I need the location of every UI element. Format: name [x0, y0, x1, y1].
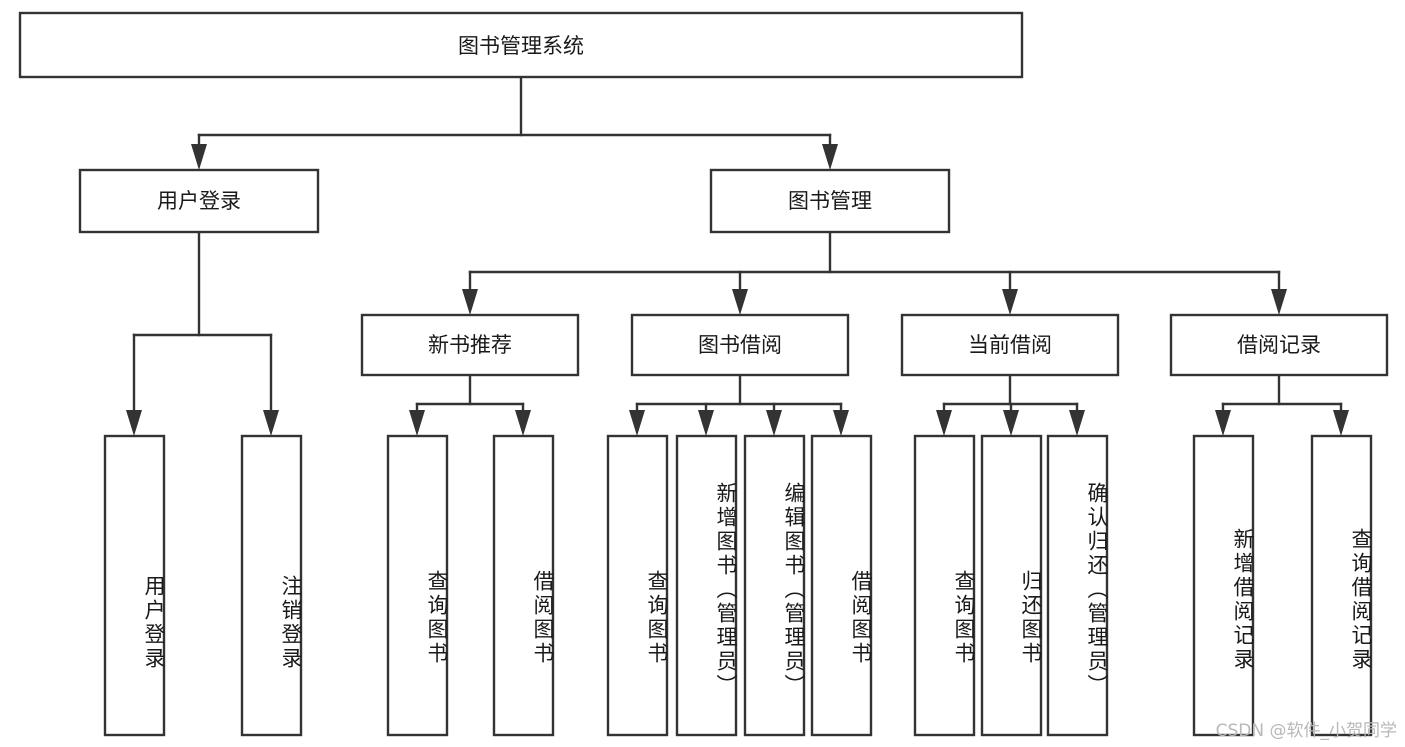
node-box — [1169, 313, 1389, 377]
arrow-userlogin-leaf2 — [263, 410, 279, 436]
leaf-box-confirm-return[interactable] — [1046, 434, 1109, 737]
leaf-box-logout[interactable] — [240, 434, 303, 737]
arrow-borrow-leaf2 — [698, 410, 714, 436]
arrow-current-leaf2 — [1003, 410, 1019, 436]
leaf-boxes-layer — [103, 434, 1373, 737]
leaf-box-borrow-book-1[interactable] — [492, 434, 555, 737]
leaf-box-return-book[interactable] — [980, 434, 1043, 737]
node-box — [360, 313, 580, 377]
arrow-root-to-user-login — [191, 144, 207, 170]
arrow-bookmgmt-l3-3 — [1002, 289, 1018, 315]
edges-layer — [126, 75, 1349, 436]
arrow-current-leaf3 — [1069, 410, 1085, 436]
leaf-box-add-record[interactable] — [1192, 434, 1255, 737]
node-label: 图书管理系统 — [458, 34, 584, 58]
node-box — [900, 313, 1120, 377]
node-label: 用户登录 — [157, 189, 241, 213]
arrow-userlogin-leaf1 — [126, 410, 142, 436]
leaf-box-add-book[interactable] — [675, 434, 738, 737]
leaf-box-query-record[interactable] — [1310, 434, 1373, 737]
node-box — [630, 313, 850, 377]
node-user-login[interactable]: 用户登录 — [78, 168, 320, 234]
node-box — [709, 168, 951, 234]
node-book-management[interactable]: 图书管理 — [709, 168, 951, 234]
arrow-bookmgmt-l3-2 — [732, 289, 748, 315]
node-current-borrow[interactable]: 当前借阅 — [900, 313, 1120, 377]
arrow-borrow-leaf4 — [833, 410, 849, 436]
arrow-borrow-leaf1 — [629, 410, 645, 436]
node-borrow-record[interactable]: 借阅记录 — [1169, 313, 1389, 377]
node-book-borrow[interactable]: 图书借阅 — [630, 313, 850, 377]
csdn-watermark: CSDN @软件_小贺同学 — [1215, 721, 1397, 741]
node-new-book-recommend[interactable]: 新书推荐 — [360, 313, 580, 377]
node-label: 图书管理 — [788, 189, 872, 213]
arrow-recommend-leaf2 — [515, 410, 531, 436]
node-book-management-system[interactable]: 图书管理系统 — [18, 11, 1024, 79]
leaf-box-edit-book[interactable] — [743, 434, 806, 737]
arrow-current-leaf1 — [936, 410, 952, 436]
node-label: 当前借阅 — [968, 333, 1052, 357]
node-box — [18, 11, 1024, 79]
leaf-box-borrow-book-2[interactable] — [810, 434, 873, 737]
arrow-bookmgmt-l3-4 — [1271, 289, 1287, 315]
arrow-root-to-book-mgmt — [822, 144, 838, 170]
arrow-record-leaf2 — [1333, 410, 1349, 436]
leaf-box-user-login[interactable] — [103, 434, 166, 737]
node-label: 新书推荐 — [428, 333, 512, 357]
node-box — [78, 168, 320, 234]
leaf-box-query-book-2[interactable] — [606, 434, 669, 737]
arrow-bookmgmt-l3-1 — [462, 289, 478, 315]
node-label: 图书借阅 — [698, 333, 782, 357]
arrow-recommend-leaf1 — [409, 410, 425, 436]
arrow-borrow-leaf3 — [766, 410, 782, 436]
arrow-record-leaf1 — [1215, 410, 1231, 436]
leaf-box-query-book-1[interactable] — [386, 434, 449, 737]
node-label: 借阅记录 — [1237, 333, 1321, 357]
leaf-box-query-book-3[interactable] — [913, 434, 976, 737]
